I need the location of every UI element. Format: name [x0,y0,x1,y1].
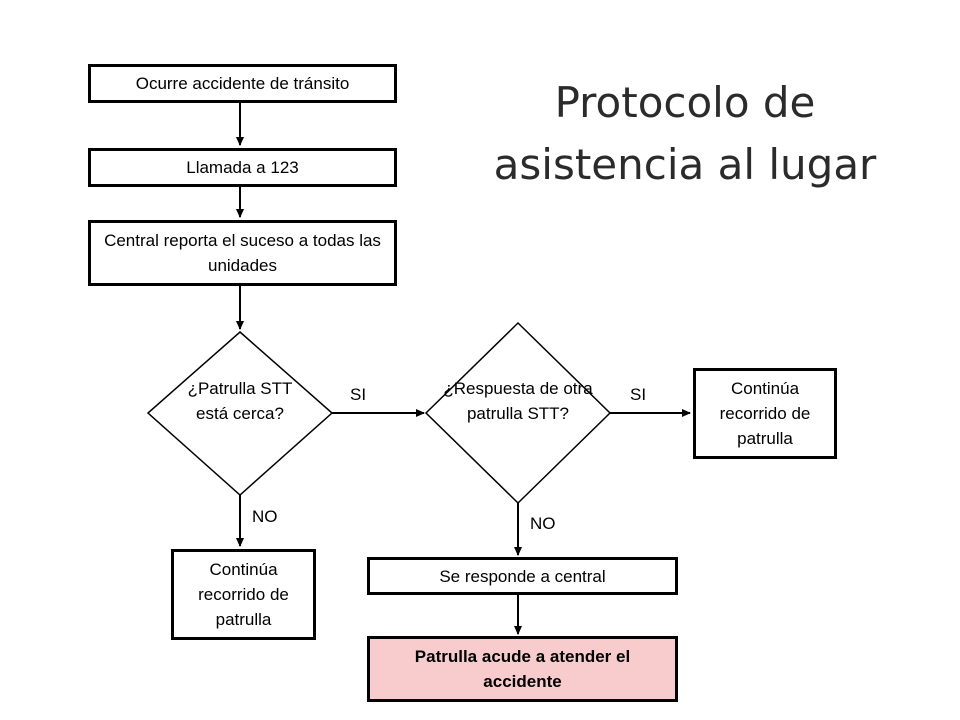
title-line-2: asistencia al lugar [493,140,877,189]
edge-label-no-2: NO [530,514,556,533]
decision2-label: ¿Respuesta de otra patrulla STT? [443,379,593,423]
decision1-label: ¿Patrulla STT está cerca? [187,379,293,423]
slide-title: Protocolo de asistencia al lugar [470,72,900,196]
edge-label-no-1: NO [252,507,278,526]
node-continue-right: Continúa recorrido de patrulla [693,368,837,459]
title-line-1: Protocolo de [554,78,816,127]
node-continue-left: Continúa recorrido de patrulla [171,549,316,640]
edge-label-yes-1: SI [350,385,367,404]
edge-label-yes-2: SI [630,385,647,404]
node-report: Central reporta el suceso a todas las un… [88,220,397,286]
node-call: Llamada a 123 [88,148,397,187]
node-respond: Se responde a central [367,557,678,595]
node-attend: Patrulla acude a atender el accidente [367,636,678,702]
node-start: Ocurre accidente de tránsito [88,64,397,103]
